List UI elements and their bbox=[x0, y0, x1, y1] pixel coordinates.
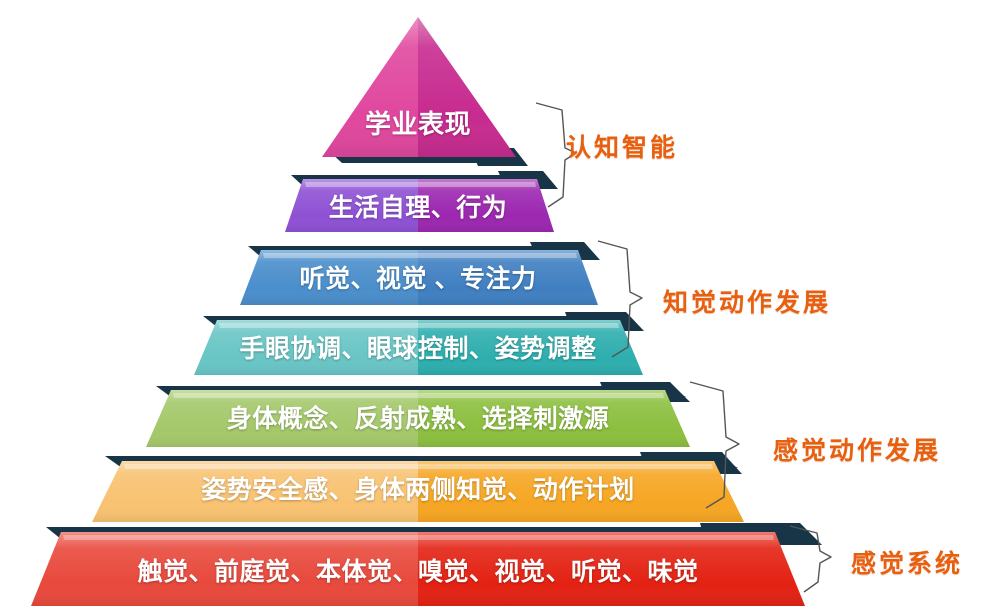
tier-1-highlight bbox=[63, 535, 774, 540]
tier-5-gloss bbox=[240, 250, 598, 305]
tier-1-base[interactable] bbox=[31, 523, 822, 606]
tier-3-gloss bbox=[146, 390, 690, 447]
brace-group-sensory-system bbox=[789, 525, 832, 593]
tier-7-apex[interactable] bbox=[322, 17, 528, 166]
tier-4[interactable] bbox=[194, 312, 644, 375]
brace-group-sensorimotor bbox=[689, 381, 740, 509]
group-label-cognitive: 认知智能 bbox=[566, 134, 679, 162]
tier-2-gloss bbox=[92, 461, 744, 522]
tier-3-highlight bbox=[173, 393, 664, 398]
tier-5[interactable] bbox=[240, 242, 600, 305]
tier-1-gloss bbox=[31, 532, 805, 606]
group-label-perceptual-motor: 知觉动作发展 bbox=[663, 289, 832, 317]
tier-5-highlight bbox=[263, 253, 577, 258]
tier-2-highlight bbox=[124, 464, 713, 469]
tier-4-highlight bbox=[219, 323, 619, 328]
brace-group-cognitive bbox=[535, 102, 577, 208]
tier-4-gloss bbox=[194, 320, 643, 375]
group-label-sensory-system: 感觉系统 bbox=[851, 550, 964, 578]
tier-2[interactable] bbox=[92, 452, 744, 522]
tier-7-gloss bbox=[322, 17, 516, 157]
group-label-sensorimotor: 感觉动作发展 bbox=[773, 437, 942, 465]
tier-3[interactable] bbox=[146, 382, 690, 447]
brace-group-perceptual-motor bbox=[597, 240, 643, 358]
tier-6-highlight bbox=[305, 182, 536, 187]
tier-6[interactable] bbox=[285, 171, 558, 232]
tier-6-gloss bbox=[285, 179, 554, 232]
